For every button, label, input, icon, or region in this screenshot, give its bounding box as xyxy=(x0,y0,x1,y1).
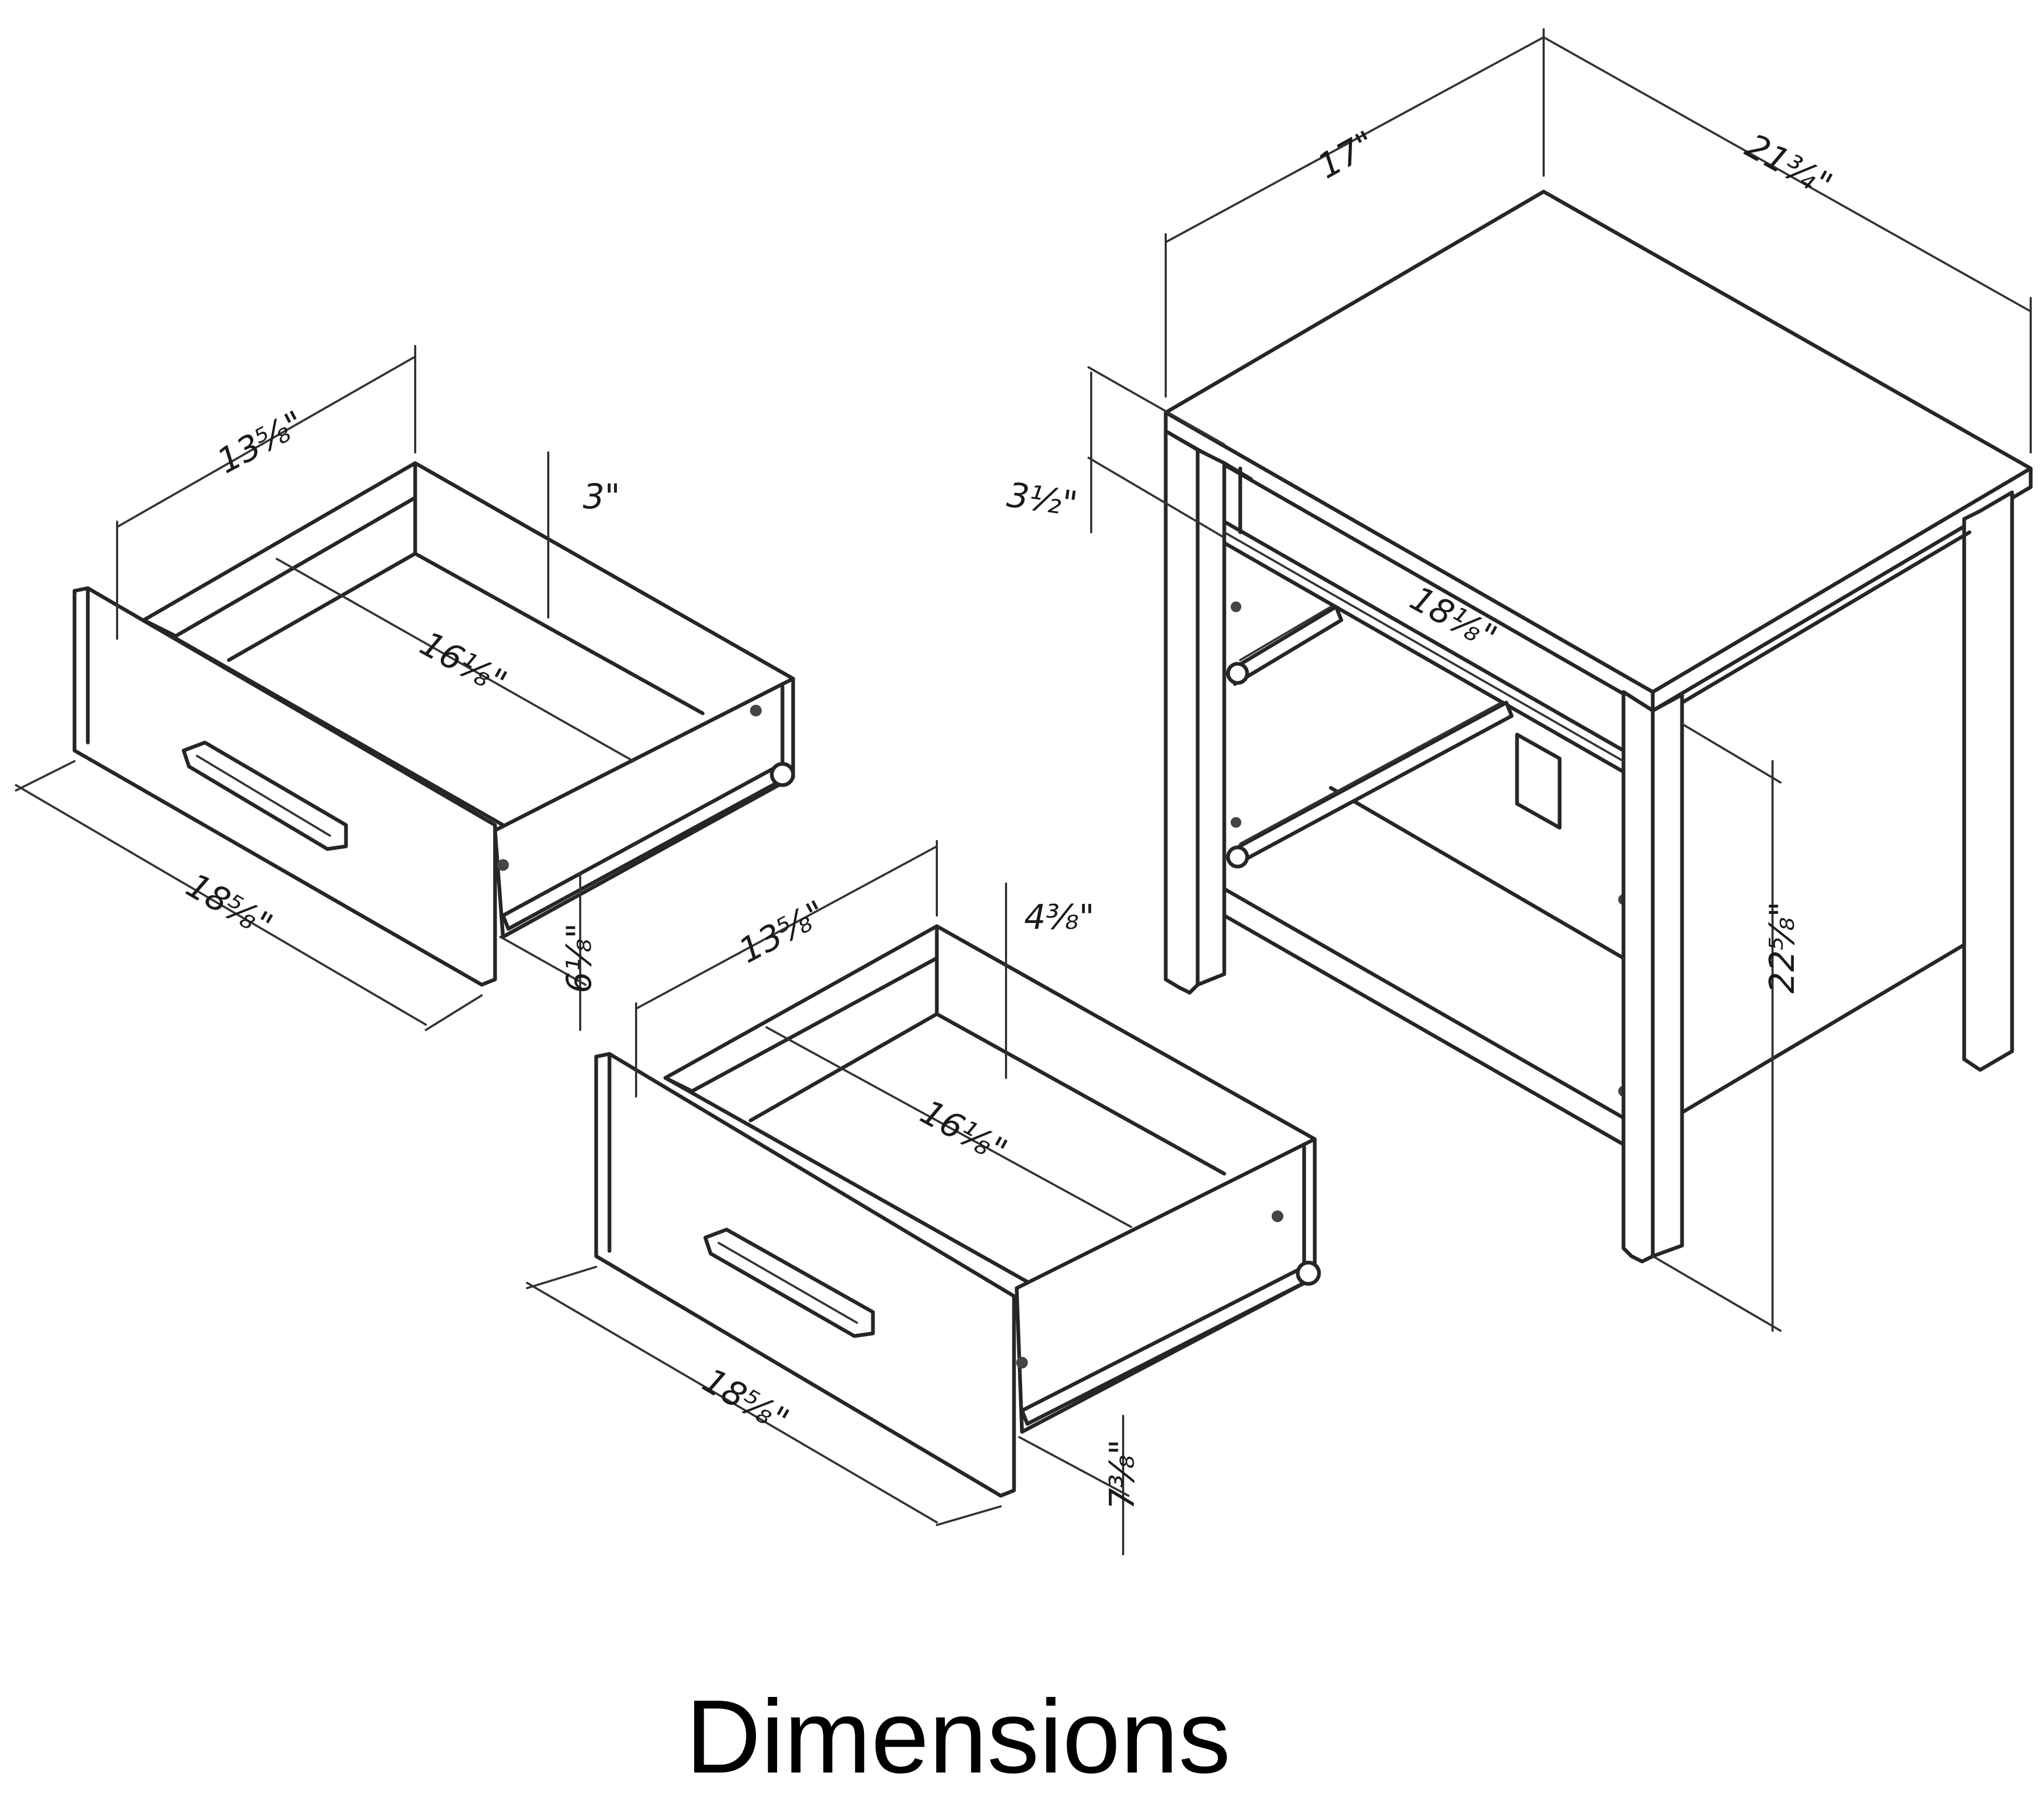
label-drawer-bottom-depth: 13⅝" xyxy=(732,893,832,971)
drawer-bottom-dimensions xyxy=(526,840,1132,1555)
leg-height-ext-top xyxy=(1681,723,1782,784)
drawer-top-inner-width-line xyxy=(276,558,634,762)
drawer-bottom-front-ext-bottom xyxy=(1018,1436,1130,1497)
nightstand-rail-top xyxy=(1222,541,1626,774)
apron-ext-top xyxy=(1087,366,1225,446)
interior-width-dimension-line xyxy=(1223,531,1625,762)
label-top-width: 17" xyxy=(1311,123,1382,186)
drawer-top-slide-roller xyxy=(770,762,795,787)
label-drawer-bottom-front-height: 7⅜" xyxy=(1103,1439,1142,1510)
upper-slide-roller xyxy=(1226,662,1249,685)
drawer-top-handle-grip xyxy=(196,755,331,837)
screw-dot xyxy=(1231,601,1241,612)
screw-dot xyxy=(1016,1357,1028,1369)
label-top-depth: 21¾" xyxy=(1739,126,1839,205)
drawer-bottom-handle-grip xyxy=(718,1242,858,1324)
drawer-bottom-width-ext-right xyxy=(936,1505,1002,1526)
drawer-top-front-ext-bottom xyxy=(499,936,587,986)
label-drawer-top-width: 18⅝" xyxy=(179,866,279,946)
nightstand-center-block xyxy=(1515,732,1562,830)
drawer-top-depth-dimension-line xyxy=(116,356,416,528)
lower-drawer-slide-rail xyxy=(1239,702,1502,845)
drawer-bottom-width-dimension-line xyxy=(526,1282,938,1523)
label-drawer-bottom-inner-height: 4⅜" xyxy=(1024,898,1094,937)
nightstand-back-right-leg xyxy=(1962,490,2014,1072)
lower-drawer-slide xyxy=(1227,700,1514,867)
drawer-top-width-ext-right xyxy=(425,994,483,1031)
lower-slide-roller xyxy=(1226,845,1249,869)
leg-height-ext-bottom xyxy=(1652,1255,1782,1332)
nightstand-drawing xyxy=(1164,189,2033,1264)
drawer-bottom-width-ext-left xyxy=(526,1266,597,1289)
upper-drawer-slide-rail xyxy=(1239,606,1332,661)
nightstand-shelf-back xyxy=(1329,786,1626,960)
drawer-bottom-inner-width-line xyxy=(765,1026,1132,1228)
label-drawer-top-front-height: 6⅛" xyxy=(560,923,599,993)
drawer-bottom-slide-roller xyxy=(1296,1260,1321,1286)
nightstand-inner-corner xyxy=(1222,461,1253,481)
nightstand-top-side-edge xyxy=(1651,466,2033,713)
nightstand-front-right-leg xyxy=(1621,690,1655,1264)
top-depth-dimension-line xyxy=(1543,36,2032,312)
label-leg-height: 22⅝" xyxy=(1763,902,1802,994)
nightstand-top-surface xyxy=(1164,189,2033,694)
apron-ext-bottom xyxy=(1087,457,1225,539)
nightstand-front-right-leg-side xyxy=(1651,693,1684,1258)
nightstand-front-left-leg-side xyxy=(1196,448,1226,987)
nightstand-shelf-front xyxy=(1222,887,1626,1120)
drawer-bottom-left-rim xyxy=(663,956,939,1093)
nightstand-side-rail xyxy=(1680,943,1966,1115)
label-drawer-top-inner-height: 3" xyxy=(583,477,620,517)
screw-dot xyxy=(1231,817,1241,828)
screw-dot xyxy=(750,705,762,716)
nightstand-dimensions xyxy=(1087,28,2032,1332)
nightstand-front-left-leg xyxy=(1164,429,1200,995)
label-drawer-bottom-width: 18⅝" xyxy=(696,1361,795,1441)
drawer-bottom-depth-dimension-line xyxy=(635,845,938,1010)
page-title: Dimensions xyxy=(686,1678,1231,1795)
top-width-dimension-line xyxy=(1165,36,1545,243)
drawer-top-drawing xyxy=(72,461,795,987)
drawer-top-width-dimension-line xyxy=(15,784,427,1026)
nightstand-shelf-front-lower xyxy=(1222,913,1626,1147)
label-drawer-top-depth: 13⅝" xyxy=(211,403,310,482)
screw-dot xyxy=(1272,1210,1283,1222)
label-apron-height: 3½" xyxy=(1004,475,1079,524)
drawer-bottom-drawing xyxy=(594,924,1321,1498)
nightstand-side-apron xyxy=(1680,530,1972,705)
drawer-top-width-ext-left xyxy=(15,760,76,792)
screw-dot xyxy=(497,859,509,871)
nightstand-apron-bottom-edge xyxy=(1222,520,1626,753)
drawer-top-dimensions xyxy=(15,345,634,1031)
